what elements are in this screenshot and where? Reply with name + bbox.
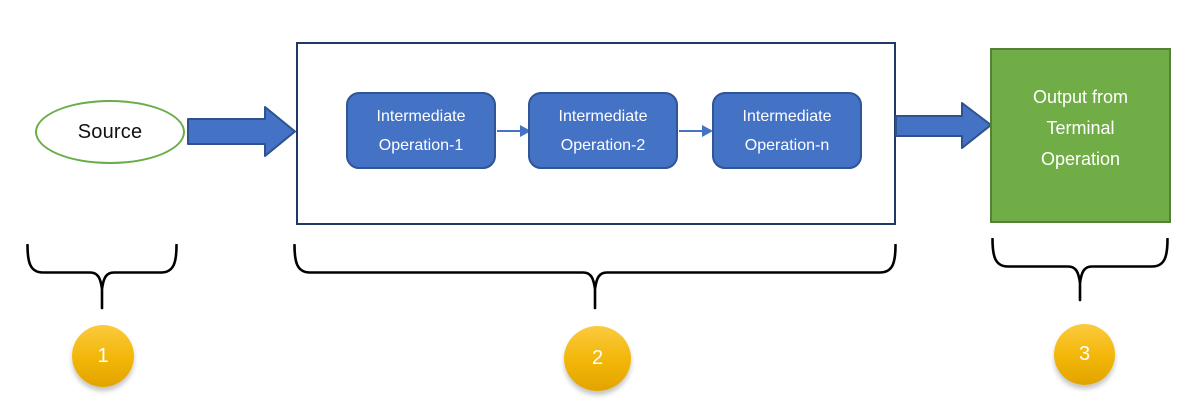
arrow-pipeline-to-output-icon xyxy=(895,102,992,149)
intermediate-operation-1-node: Intermediate Operation-1 xyxy=(346,92,496,169)
intermediate-operation-2-node: Intermediate Operation-2 xyxy=(528,92,678,169)
terminal-output-node: Output from Terminal Operation xyxy=(990,48,1171,223)
stage-marker-3-number: 3 xyxy=(1078,343,1091,365)
stage-marker-2: 2 xyxy=(564,326,631,391)
stage-marker-3: 3 xyxy=(1054,324,1115,385)
intermediate-operations-container: Intermediate Operation-1 Intermediate Op… xyxy=(296,42,896,225)
brace-pipeline-icon xyxy=(293,244,897,310)
brace-output-icon xyxy=(991,238,1169,302)
intermediate-operation-1-label: Intermediate Operation-1 xyxy=(376,107,466,154)
brace-source-icon xyxy=(26,244,178,310)
intermediate-operation-n-node: Intermediate Operation-n xyxy=(712,92,862,169)
intermediate-operation-n-label: Intermediate Operation-n xyxy=(742,107,832,154)
stage-marker-1: 1 xyxy=(72,325,134,387)
terminal-output-label-line3: Operation xyxy=(1040,149,1121,169)
arrow-op2-to-opn-icon xyxy=(679,125,713,137)
intermediate-operation-2-label: Intermediate Operation-2 xyxy=(558,107,648,154)
stage-marker-2-number: 2 xyxy=(591,347,604,369)
arrow-source-to-pipeline-icon xyxy=(187,106,296,157)
terminal-output-label-line1: Output from xyxy=(1032,87,1129,107)
source-node: Source xyxy=(35,100,185,164)
arrow-op1-to-op2-icon xyxy=(497,125,531,137)
stage-marker-1-number: 1 xyxy=(97,344,109,367)
source-label: Source xyxy=(77,120,143,143)
terminal-output-label-line2: Terminal xyxy=(1046,118,1115,138)
